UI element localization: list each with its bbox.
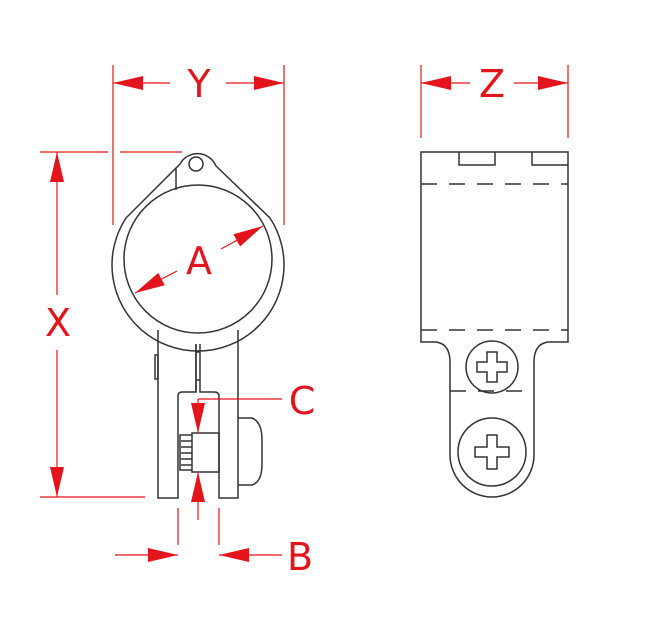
screw-small — [465, 340, 519, 394]
phillips-cross-icon — [476, 351, 508, 383]
dimension-label-y: Y — [186, 62, 211, 106]
dimension-label-b: B — [287, 535, 313, 579]
clamp-side-view — [111, 152, 285, 499]
ring-inner-circle — [123, 184, 273, 334]
dimension-label-z: Z — [479, 62, 505, 106]
ring-outer-outline — [111, 152, 285, 352]
screw-shaft — [191, 432, 220, 473]
side-tab — [154, 354, 159, 380]
screw-thread — [179, 434, 192, 471]
hinge-pin-hole — [188, 156, 204, 172]
dimension-label-c: C — [289, 379, 316, 423]
clamp-front-view — [420, 151, 569, 498]
screw-large — [457, 417, 527, 487]
dimension-lines — [40, 65, 569, 562]
screw-head — [238, 417, 263, 486]
dimension-label-x: X — [45, 301, 71, 345]
dimension-label-a: A — [186, 239, 212, 283]
front-outline — [420, 151, 569, 498]
top-notches — [458, 152, 568, 166]
phillips-cross-icon — [474, 434, 510, 470]
